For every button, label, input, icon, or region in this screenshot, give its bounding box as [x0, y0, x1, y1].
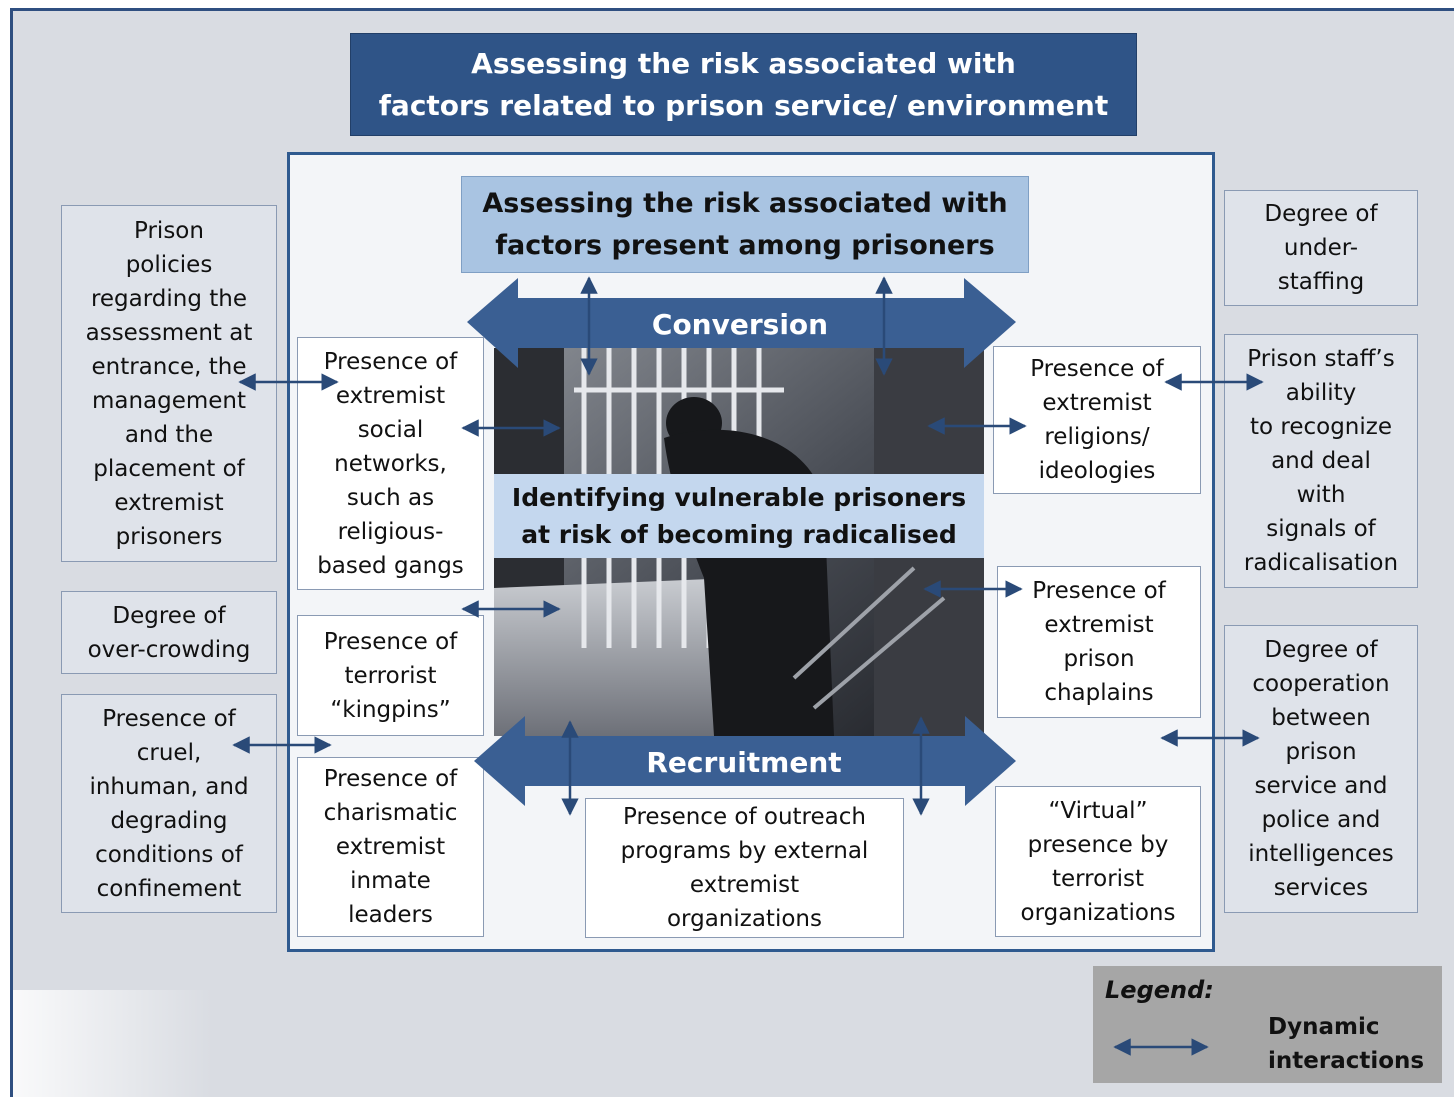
- box-staff-ability: Prison staff’s ability to recognize and …: [1224, 334, 1418, 588]
- legend-arrow-icon: [1113, 1038, 1209, 1056]
- box-prison-chaplains: Presence of extremist prison chaplains: [997, 566, 1201, 718]
- corner-fade: [13, 990, 213, 1097]
- legend: Legend: Dynamic interactions: [1093, 966, 1442, 1083]
- center-vulnerable-prisoners: Identifying vulnerable prisoners at risk…: [494, 474, 984, 558]
- recruitment-band: Recruitment: [474, 716, 1016, 806]
- box-overcrowding: Degree of over-crowding: [61, 591, 277, 674]
- box-outreach-programs: Presence of outreach programs by externa…: [585, 798, 904, 938]
- box-understaffing: Degree of under- staffing: [1224, 190, 1418, 306]
- legend-title: Legend:: [1105, 976, 1214, 1004]
- band-recruitment-label: Recruitment: [646, 746, 841, 779]
- box-prison-policies: Prison policies regarding the assessment…: [61, 205, 277, 562]
- box-kingpins: Presence of terrorist “kingpins”: [297, 615, 484, 736]
- title-prison-environment: Assessing the risk associated with facto…: [350, 33, 1137, 136]
- box-extremist-religions: Presence of extremist religions/ ideolog…: [993, 346, 1201, 494]
- box-cooperation: Degree of cooperation between prison ser…: [1224, 625, 1418, 913]
- legend-label: Dynamic interactions: [1268, 1014, 1425, 1074]
- band-conversion-label: Conversion: [652, 308, 828, 341]
- title-prisoner-factors: Assessing the risk associated with facto…: [461, 176, 1029, 273]
- box-virtual-presence: “Virtual” presence by terrorist organiza…: [995, 786, 1201, 937]
- conversion-band: Conversion: [467, 278, 1016, 368]
- box-charismatic-leaders: Presence of charismatic extremist inmate…: [297, 757, 484, 937]
- box-cruel-conditions: Presence of cruel, inhuman, and degradin…: [61, 694, 277, 913]
